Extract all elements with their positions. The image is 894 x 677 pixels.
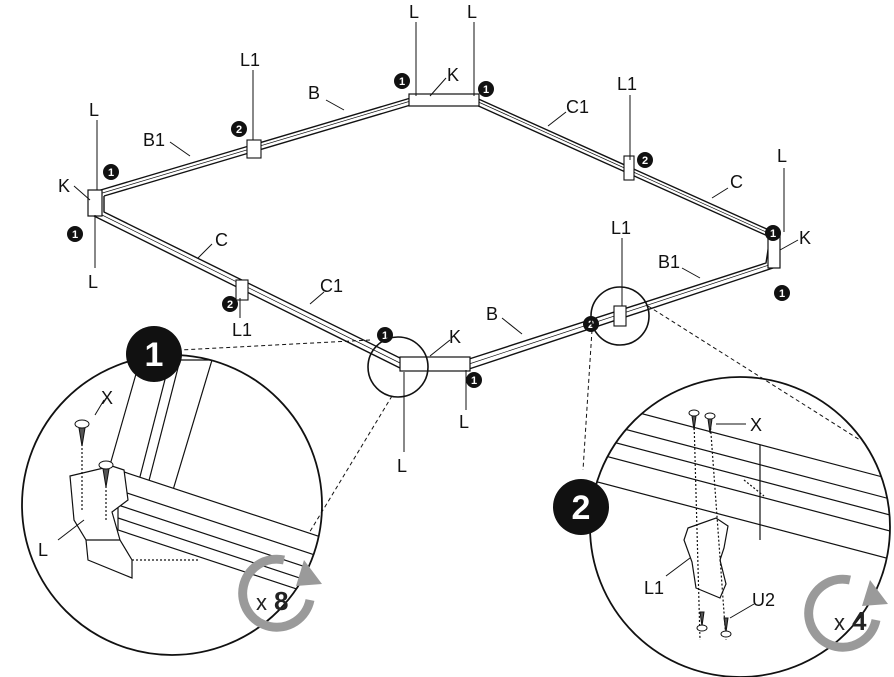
svg-text:1: 1	[399, 76, 405, 88]
step-marker-1: 1	[478, 81, 494, 97]
label-b-bottom: B	[486, 304, 498, 324]
leader-lines	[73, 22, 799, 452]
screw-icon	[688, 409, 700, 431]
step-marker-1: 1	[67, 226, 83, 242]
step-marker-2: 2	[231, 121, 247, 137]
detail-2-screw-label: X	[750, 415, 762, 435]
label-l-right: L	[777, 146, 787, 166]
label-l-bottom-detail: L	[397, 456, 407, 476]
label-k-bottom: K	[449, 327, 461, 347]
screw-icon	[98, 460, 114, 488]
detail-2: X L1 U2 2 x 4	[553, 376, 891, 677]
label-l-top-2: L	[467, 2, 477, 22]
detail-2-multiplier-prefix: x	[834, 610, 845, 635]
joint-bracket-top-right	[623, 155, 635, 181]
screw-icon	[74, 419, 90, 447]
joint-bracket-top-left	[246, 139, 262, 159]
label-b-top: B	[308, 83, 320, 103]
detail-1-screw-label: X	[101, 388, 113, 408]
svg-text:1: 1	[145, 336, 164, 374]
corner-bracket-top	[408, 93, 480, 107]
svg-text:1: 1	[382, 330, 388, 342]
svg-text:2: 2	[588, 319, 594, 331]
label-l1-right-lower: L1	[611, 218, 631, 238]
label-c1-top: C1	[566, 97, 589, 117]
detail-1: X L 1 x 8	[21, 326, 323, 656]
label-l-left-lower: L	[88, 272, 98, 292]
frame-label-group: L L L1 L1 L L L L1 L1 L L K K K K B B B1…	[58, 2, 811, 476]
joint-brackets	[235, 139, 635, 327]
step-marker-1: 1	[765, 225, 781, 241]
detail-2-bracket-label: L1	[644, 578, 664, 598]
label-k-left: K	[58, 176, 70, 196]
detail-2-multiplier-value: 4	[852, 606, 867, 636]
label-l1-left-lower: L1	[232, 320, 252, 340]
step-markers: 1 1 1 1 1 1 1 1 2 2 2 2	[67, 73, 790, 388]
step-marker-1: 1	[103, 164, 119, 180]
detail-1-bracket-label: L	[38, 540, 48, 560]
label-c1-bottom: C1	[320, 276, 343, 296]
svg-text:2: 2	[227, 299, 233, 311]
step-marker-1: 1	[774, 285, 790, 301]
label-l1-top-left: L1	[240, 50, 260, 70]
label-k-right: K	[799, 228, 811, 248]
label-k-top: K	[447, 65, 459, 85]
svg-text:1: 1	[72, 229, 78, 241]
svg-text:1: 1	[779, 288, 785, 300]
detail-1-multiplier-value: 8	[274, 586, 288, 616]
step-marker-1: 1	[466, 372, 482, 388]
label-c-left: C	[215, 230, 228, 250]
svg-text:2: 2	[236, 124, 242, 136]
svg-text:1: 1	[108, 167, 114, 179]
screw-icon	[704, 412, 716, 434]
detail-2-badge: 2	[553, 479, 609, 535]
screw-icon	[720, 617, 732, 638]
corner-bracket-bottom	[399, 356, 471, 372]
label-l-top-1: L	[409, 2, 419, 22]
rotate-arrow-icon	[238, 554, 322, 632]
frame-outline	[91, 96, 781, 371]
label-b1-left: B1	[143, 130, 165, 150]
label-l-bottom-right: L	[459, 412, 469, 432]
zoom-circle-corner	[367, 336, 429, 398]
step-marker-2: 2	[222, 296, 238, 312]
detail-2-bottom-screw-label: U2	[752, 590, 775, 610]
corner-bracket-left	[87, 189, 103, 217]
svg-text:1: 1	[770, 228, 776, 240]
detail-1-multiplier-prefix: x	[256, 590, 267, 615]
svg-text:2: 2	[642, 155, 648, 167]
label-c-right: C	[730, 172, 743, 192]
label-b1-right: B1	[658, 252, 680, 272]
corner-brackets	[87, 93, 781, 372]
zoom-dashed-lines	[179, 305, 861, 549]
zoom-circle-joint	[590, 286, 650, 346]
joint-bracket-bottom-right	[613, 305, 627, 327]
svg-text:2: 2	[572, 489, 591, 527]
detail-1-badge: 1	[126, 326, 182, 382]
joint-bracket-bottom-left	[235, 279, 249, 301]
svg-text:1: 1	[471, 375, 477, 387]
step-marker-2: 2	[583, 316, 599, 332]
step-marker-1: 1	[394, 73, 410, 89]
zoom-callouts	[367, 286, 650, 398]
step-marker-2: 2	[637, 152, 653, 168]
screw-icon	[696, 611, 708, 632]
label-l-left-upper: L	[89, 100, 99, 120]
label-l1-top-right: L1	[617, 74, 637, 94]
svg-text:1: 1	[483, 84, 489, 96]
rotate-arrow-icon	[804, 574, 888, 652]
